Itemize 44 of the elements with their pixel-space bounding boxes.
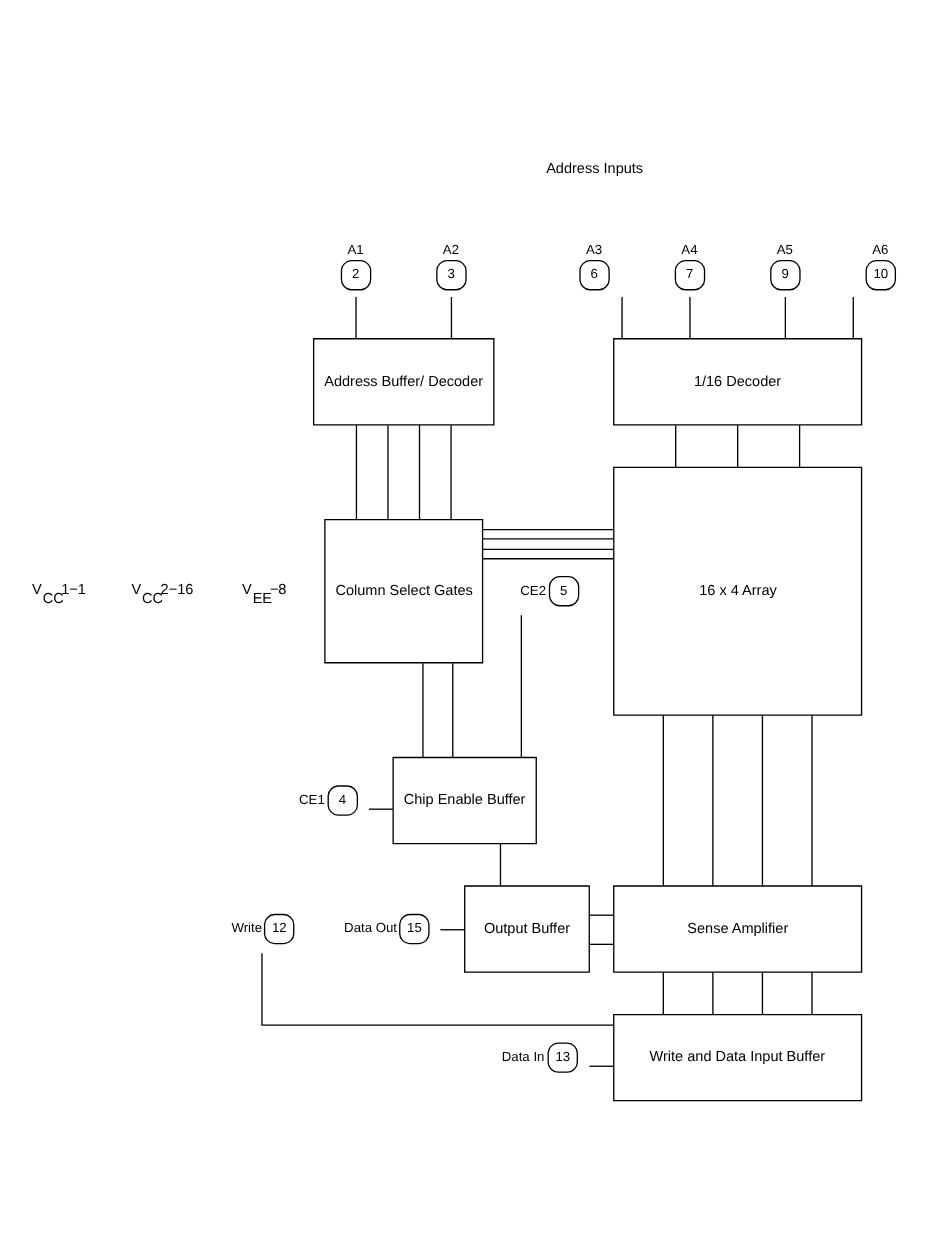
connector: [482, 528, 615, 531]
connector: [662, 971, 664, 1016]
label: Address Inputs: [546, 158, 644, 177]
connector: [450, 424, 452, 521]
connector: [588, 1065, 615, 1067]
connector: [761, 971, 764, 1016]
node-box: Address Buffer/ Decoder: [312, 338, 495, 426]
connector: [784, 296, 787, 340]
connector: [452, 662, 454, 758]
connector: [450, 296, 453, 340]
connector: [811, 714, 813, 887]
connector: [712, 714, 714, 887]
connector: [588, 914, 615, 916]
connector: [368, 808, 394, 810]
connector: [418, 424, 421, 521]
node-box: Output Buffer: [464, 885, 590, 973]
connector: [355, 424, 358, 521]
connector: [689, 296, 691, 340]
connector: [439, 929, 466, 931]
connector: [761, 714, 764, 887]
connector: [387, 424, 389, 521]
node-box: 1/16 Decoder: [613, 338, 863, 426]
connector: [422, 662, 424, 758]
node-box: Write and Data Input Buffer: [613, 1013, 863, 1102]
connector: [675, 424, 677, 468]
connector: [852, 296, 854, 340]
node-box: Column Select Gates: [324, 518, 484, 664]
connector: [482, 548, 615, 551]
node-box: Sense Amplifier: [613, 885, 863, 973]
connector: [712, 971, 714, 1016]
node-box: 16 x 4 Array: [613, 466, 863, 716]
connector: [355, 296, 357, 340]
connector: [520, 614, 522, 758]
connector: [621, 296, 623, 340]
connector: [482, 538, 615, 540]
connector: [588, 943, 615, 945]
connector: [662, 714, 664, 887]
connector: [737, 424, 739, 468]
connector: [811, 971, 813, 1016]
connector: [482, 558, 615, 560]
node-box: Chip Enable Buffer: [392, 756, 537, 845]
connector: [499, 843, 502, 887]
connector: [798, 424, 801, 468]
connector: [261, 952, 614, 1026]
